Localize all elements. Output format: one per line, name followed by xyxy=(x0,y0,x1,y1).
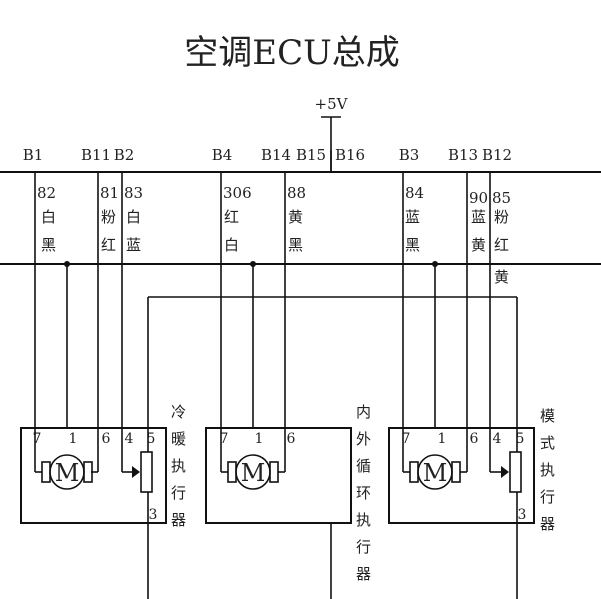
terminal-label: 5 xyxy=(147,431,156,447)
wire-labels: 82 白 黑 81 粉 红 83 白 蓝 306 红 白 88 黄 黑 84 蓝… xyxy=(37,184,511,286)
wire-number: 306 xyxy=(223,184,252,202)
potentiometer xyxy=(509,451,522,493)
wire-color: 黄 xyxy=(471,236,486,254)
wire-color: 红 xyxy=(224,208,239,226)
pin-label-b2: B2 xyxy=(114,146,135,164)
wire-number: 85 xyxy=(492,189,511,207)
wire-color: 黑 xyxy=(405,236,420,254)
wire-color: 黄 xyxy=(494,268,509,286)
wire-color: 黑 xyxy=(288,236,303,254)
wire-color: 白 xyxy=(126,208,141,226)
actuator-name-char: 器 xyxy=(171,511,186,529)
motor-symbol xyxy=(49,454,85,490)
actuator-mode: 7 1 6 4 5 3 M xyxy=(388,427,535,599)
wire-number: 81 xyxy=(100,184,119,202)
pin-label-b11: B11 xyxy=(81,146,111,164)
motor-label: M xyxy=(55,459,80,487)
actuator-name-char: 行 xyxy=(356,538,371,556)
pin-label-b4: B4 xyxy=(212,146,233,164)
terminal-label: 6 xyxy=(102,431,111,447)
wire-color: 粉 xyxy=(101,208,116,226)
supply-label: +5V xyxy=(315,95,349,113)
terminal-label: 7 xyxy=(402,431,411,447)
potentiometer xyxy=(140,451,153,493)
pin-label-b14: B14 xyxy=(261,146,291,164)
wire-color: 黑 xyxy=(41,236,56,254)
wire-color: 红 xyxy=(494,236,509,254)
actuator-name-char: 执 xyxy=(356,511,371,529)
actuator-name-char: 内 xyxy=(356,403,371,421)
pin-label-b15: B15 xyxy=(296,146,326,164)
actuator-recirculation: 7 1 6 M xyxy=(205,427,352,599)
actuator-name-char: 式 xyxy=(540,434,555,452)
pin-labels: B1 B11 B2 B4 B14 B15 B16 B3 B13 B12 xyxy=(23,146,512,164)
actuator-name-char: 执 xyxy=(540,461,555,479)
junction-dot xyxy=(432,261,438,267)
actuator-name-char: 执 xyxy=(171,457,186,475)
actuator-name-char: 环 xyxy=(356,484,371,502)
wire-color: 蓝 xyxy=(126,236,141,254)
actuator-name-char: 行 xyxy=(171,484,186,502)
wire-number: 90 xyxy=(469,189,488,207)
actuator-name-char: 冷 xyxy=(171,403,186,421)
motor-label: M xyxy=(241,459,266,487)
wire-color: 黄 xyxy=(288,208,303,226)
wire-color: 蓝 xyxy=(471,208,486,226)
terminal-label: 4 xyxy=(125,431,134,447)
terminal-label: 1 xyxy=(255,431,264,447)
terminal-label: 6 xyxy=(287,431,296,447)
actuator-name-char: 外 xyxy=(356,430,371,448)
wire-color: 白 xyxy=(41,208,56,226)
actuator-name-char: 行 xyxy=(540,488,555,506)
wire-number: 84 xyxy=(405,184,424,202)
wire-number: 82 xyxy=(37,184,56,202)
actuator-box xyxy=(20,427,167,524)
terminal-label: 1 xyxy=(438,431,447,447)
actuator-name-char: 循 xyxy=(356,457,371,475)
actuator-name-char: 暖 xyxy=(171,430,186,448)
wiper-arrow xyxy=(132,466,140,478)
actuator-mode-name: 模 式 执 行 器 xyxy=(540,407,555,533)
actuator-heat-cool: 7 1 6 4 5 3 M xyxy=(20,427,167,599)
terminal-label: 6 xyxy=(470,431,479,447)
terminal-label: 4 xyxy=(493,431,502,447)
wire-number: 88 xyxy=(287,184,306,202)
actuator-box xyxy=(205,427,352,524)
motor-label: M xyxy=(423,459,448,487)
terminal-label: 7 xyxy=(33,431,42,447)
wire-color: 白 xyxy=(224,236,239,254)
junction-dot xyxy=(64,261,70,267)
pin-label-b12: B12 xyxy=(482,146,512,164)
terminal-label: 3 xyxy=(518,507,527,523)
actuator-heat-cool-name: 冷 暖 执 行 器 xyxy=(171,403,186,529)
wire-color: 红 xyxy=(101,236,116,254)
actuator-name-char: 器 xyxy=(356,565,371,583)
actuator-name-char: 模 xyxy=(540,407,555,425)
wire-color: 蓝 xyxy=(405,208,420,226)
pin-label-b3: B3 xyxy=(399,146,420,164)
wiper-arrow xyxy=(501,466,509,478)
pin-label-b13: B13 xyxy=(448,146,478,164)
terminal-label: 7 xyxy=(220,431,229,447)
actuator-name-char: 器 xyxy=(540,515,555,533)
terminal-label: 1 xyxy=(69,431,78,447)
motor-symbol xyxy=(417,454,453,490)
wire-color: 粉 xyxy=(494,208,509,226)
motor-symbol xyxy=(235,454,271,490)
diagram-title: 空调ECU总成 xyxy=(184,33,400,73)
terminal-label: 3 xyxy=(149,507,158,523)
actuator-recirculation-name: 内 外 循 环 执 行 器 xyxy=(356,403,371,583)
pin-label-b16: B16 xyxy=(335,146,365,164)
pin-label-b1: B1 xyxy=(23,146,44,164)
junction-dot xyxy=(250,261,256,267)
wire-number: 83 xyxy=(124,184,143,202)
terminal-label: 5 xyxy=(516,431,525,447)
actuator-box xyxy=(388,427,535,524)
